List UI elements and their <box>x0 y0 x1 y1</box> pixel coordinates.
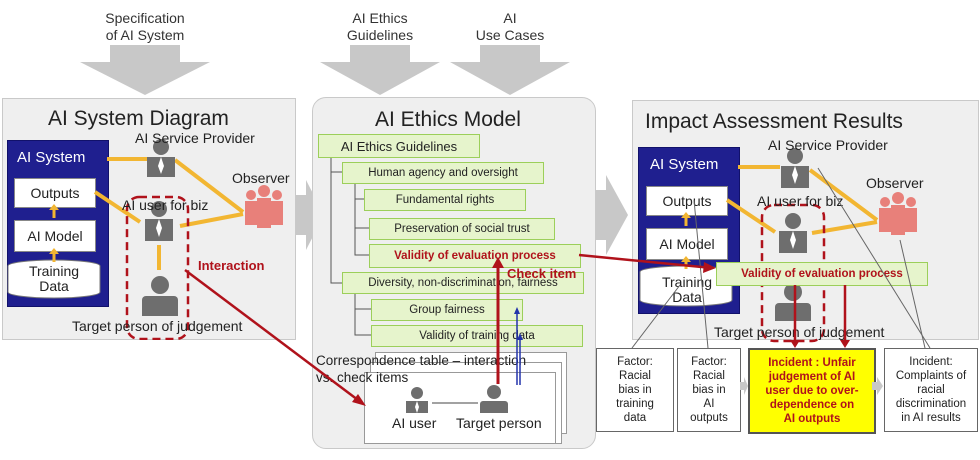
panel1-title: AI System Diagram <box>48 107 229 130</box>
training-data-label-3: Training Data <box>661 274 713 305</box>
target-person-label: Target person of judgement <box>72 318 243 334</box>
corr-target-person-label: Target person <box>456 415 542 431</box>
node-social-trust: Preservation of social trust <box>369 218 555 240</box>
observer-group <box>245 185 283 228</box>
corr-ai-user-person <box>406 387 428 413</box>
training-data-cylinder-body-3 <box>639 272 733 307</box>
validity-evaluation-tag: Validity of evaluation process <box>716 262 928 286</box>
service-provider-label: AI Service Provider <box>135 130 255 146</box>
spec-down-arrow <box>80 45 210 95</box>
usecases-label: AI Use Cases <box>475 10 545 43</box>
interaction-dashed-box <box>125 195 190 340</box>
ai-user-label-3: AI user for biz <box>757 193 844 209</box>
corr-target-person <box>480 385 508 413</box>
guidelines-down-arrow <box>320 45 440 95</box>
panel2-to-panel3-arrow <box>593 175 628 255</box>
node-fundamental-rights: Fundamental rights <box>364 189 526 211</box>
incident-unfair-judgement: Incident : Unfair judgement of AI user d… <box>748 348 876 434</box>
ai-user-person <box>145 201 173 241</box>
factor2-link <box>693 199 709 349</box>
guidelines-label: AI Ethics Guidelines <box>346 10 414 43</box>
ai-user-person-3 <box>779 213 807 253</box>
guidelines-node: AI Ethics Guidelines <box>318 134 480 158</box>
provider-observer-line <box>173 158 245 214</box>
target-person <box>142 276 178 316</box>
target-person-label-3: Target person of judgement <box>714 324 885 340</box>
usecases-down-arrow <box>450 45 570 95</box>
interaction-label: Interaction <box>198 258 265 273</box>
validity-to-results-arrow <box>578 253 713 270</box>
incident2-link <box>817 167 931 349</box>
panel3-title: Impact Assessment Results <box>645 110 903 133</box>
panel1-to-panel2-arrow <box>294 180 324 250</box>
bottom-arrow-2 <box>872 377 883 395</box>
incident-complaints: Incident: Complaints of racial discrimin… <box>884 348 978 432</box>
ai-model-box-3: AI Model <box>646 228 728 260</box>
node-training-data-validity: Validity of training data <box>371 325 583 347</box>
factor-training-data: Factor: Racial bias in training data <box>596 348 674 432</box>
factor-ai-outputs: Factor: Racial bias in AI outputs <box>677 348 741 432</box>
observer-group-3 <box>879 192 917 235</box>
node-human-agency: Human agency and oversight <box>342 162 544 184</box>
ai-system-label-3: AI System <box>650 156 719 173</box>
check-item-label: Check item <box>507 266 577 281</box>
node-validity-evaluation: Validity of evaluation process <box>369 244 581 268</box>
bottom-arrow-1 <box>740 377 748 395</box>
user-observer-line <box>179 212 244 228</box>
panel2-title: AI Ethics Model <box>375 108 521 131</box>
corr-card-front <box>364 372 556 444</box>
panel1-drawing <box>7 139 283 340</box>
service-provider-person-3 <box>781 148 809 188</box>
interaction-to-table-arrow <box>184 269 363 404</box>
observer-label: Observer <box>232 170 290 186</box>
node-diversity-fairness: Diversity, non-discrimination, fairness <box>342 272 584 294</box>
factor1-link <box>631 284 681 349</box>
target-person-3 <box>775 283 811 321</box>
corr-ai-user-label: AI user <box>392 415 437 431</box>
outputs-box-3: Outputs <box>646 186 728 216</box>
outputs-user-line <box>93 190 142 224</box>
ai-model-box: AI Model <box>14 220 96 252</box>
corr-table-title: Correspondence table – interaction vs. c… <box>316 353 527 385</box>
training-data-label: Training Data <box>28 263 80 294</box>
ai-user-label: AI user for biz <box>122 197 209 213</box>
service-provider-label-3: AI Service Provider <box>768 137 888 153</box>
service-provider-person <box>147 139 175 177</box>
training-data-cylinder-body <box>7 266 101 299</box>
spec-label: Specification of AI System <box>105 10 185 43</box>
ai-system-label: AI System <box>17 149 86 166</box>
node-group-fairness: Group fairness <box>371 299 523 321</box>
observer-label-3: Observer <box>866 175 924 191</box>
